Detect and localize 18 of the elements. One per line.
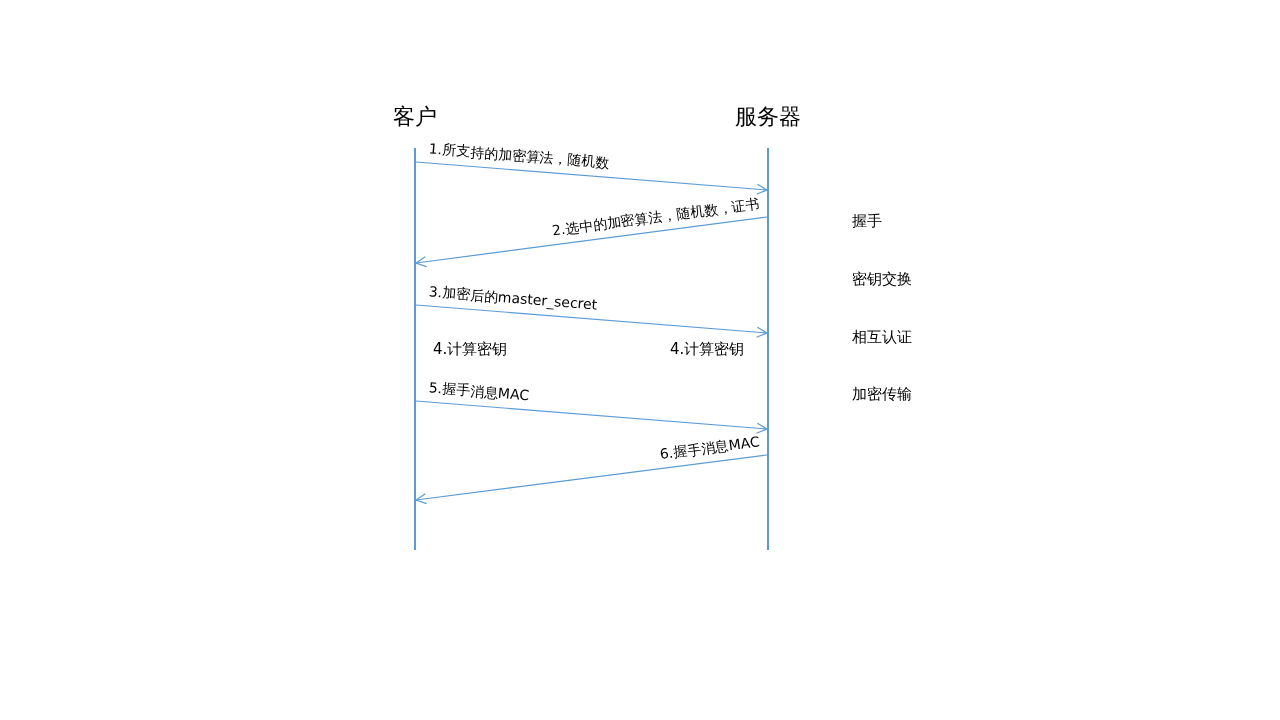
step-note: 4.计算密钥 — [433, 340, 508, 358]
participant-label: 服务器 — [735, 103, 801, 130]
message-arrow — [415, 161, 768, 195]
step-note: 相互认证 — [852, 328, 912, 346]
edge-label: 6.握手消息MAC — [658, 433, 761, 464]
edge-label: 2.选中的加密算法，随机数，证书 — [550, 195, 761, 241]
message-arrow — [415, 216, 768, 268]
edge-label: 5.握手消息MAC — [428, 379, 530, 406]
step-note: 密钥交换 — [852, 270, 912, 288]
edge-label: 1.所支持的加密算法，随机数 — [428, 140, 611, 173]
step-note: 加密传输 — [852, 385, 912, 403]
edge-label: 3.加密后的master_secret — [428, 283, 598, 315]
message-arrow — [415, 454, 768, 505]
message-arrow — [415, 304, 768, 338]
message-arrow — [415, 400, 768, 434]
step-note: 4.计算密钥 — [670, 340, 745, 358]
step-note: 握手 — [852, 212, 882, 230]
participant-label: 客户 — [393, 103, 437, 130]
